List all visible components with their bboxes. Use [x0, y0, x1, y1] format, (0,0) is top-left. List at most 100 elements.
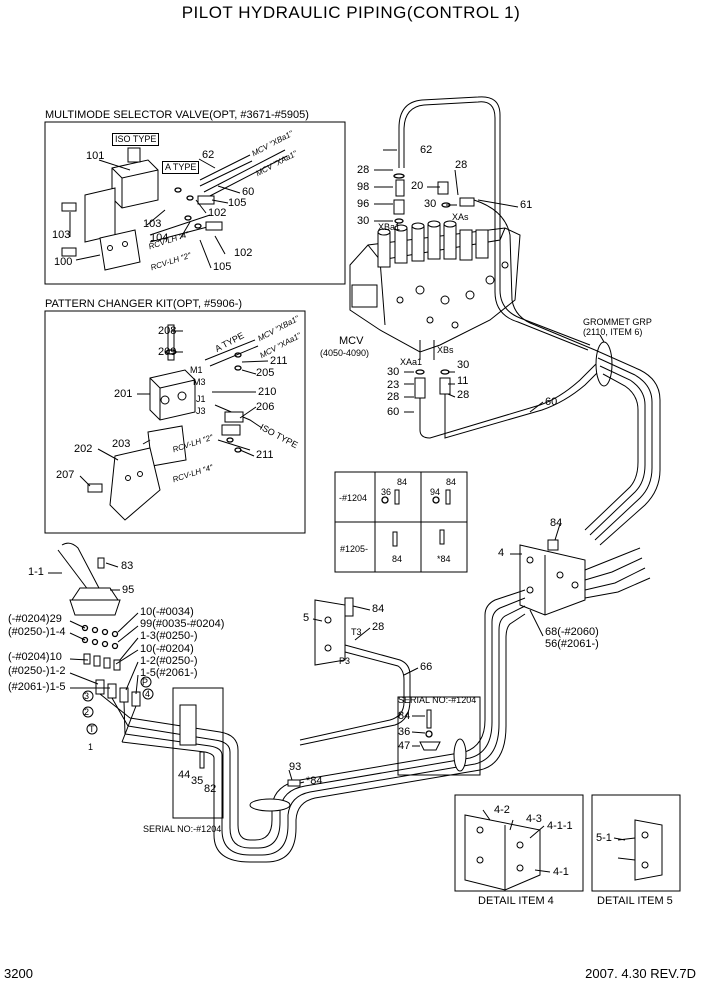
rcv-fittings [81, 624, 141, 707]
callout: (#2061-)1-5 [8, 681, 66, 693]
callout: 4-1 [553, 866, 569, 878]
callout: 30 [357, 215, 370, 227]
callout: 10(-#0204) [140, 643, 194, 655]
callout: 60 [242, 186, 255, 198]
callout: 82 [204, 783, 217, 795]
callout: 93 [289, 761, 302, 773]
port-m1: M1 [190, 365, 203, 375]
detail-item4-caption: DETAIL ITEM 4 [478, 895, 554, 907]
callout: (#0250-)1-4 [8, 626, 66, 638]
serial-label-left: SERIAL NO:-#1204 [143, 824, 222, 834]
rcv-joystick [57, 542, 121, 616]
pattern-section-title: PATTERN CHANGER KIT(OPT, #5906-) [45, 298, 243, 310]
a-type-badge: A TYPE [162, 161, 200, 174]
callout: 62 [420, 144, 433, 156]
port-circle-3: 3 [84, 691, 90, 701]
callout: 1-2(#0250-) [140, 655, 198, 667]
leader-lines [48, 149, 626, 873]
serial-box-left [172, 687, 224, 819]
callout: 84 [372, 603, 385, 615]
callout: 208 [158, 325, 177, 337]
port-xba1: XBa1 [378, 222, 401, 232]
callout: 62 [202, 149, 215, 161]
callout: 95 [122, 584, 135, 596]
callout: 209 [158, 346, 177, 358]
multimode-section-title: MULTIMODE SELECTOR VALVE(OPT, #3671-#590… [45, 109, 309, 121]
callout: 11 [457, 375, 469, 387]
callout: 4 [498, 547, 505, 559]
callout: 102 [234, 247, 253, 259]
callout: 84 [398, 710, 411, 722]
callout: 10(-#0034) [140, 606, 194, 618]
callout: 47 [398, 740, 411, 752]
pattern-changer-valve [87, 324, 196, 521]
port-t: T [89, 724, 95, 734]
callout: 83 [121, 560, 134, 572]
callout: 28 [372, 621, 385, 633]
callout: (-#0204)10 [8, 651, 62, 663]
iso-type-badge: ISO TYPE [112, 133, 160, 146]
grommet-ref: (2110, ITEM 6) [583, 327, 643, 337]
callout: 211 [270, 355, 288, 367]
callout: 1-5(#2061-) [140, 667, 198, 679]
port-xbs: XBs [437, 345, 454, 355]
callout: 203 [112, 438, 131, 450]
multimode-box [44, 121, 346, 285]
page-number: 3200 [4, 966, 33, 981]
callout: 44 [178, 769, 191, 781]
table-c2b: 84 [446, 477, 457, 487]
port-j1: J1 [196, 394, 206, 404]
callout: (#0250-)1-2 [8, 665, 66, 677]
port-xaa1: XAa1 [400, 357, 423, 367]
callout: 28 [457, 389, 470, 401]
callout: 56(#2061-) [545, 638, 599, 650]
table-c3: 84 [392, 554, 403, 564]
callout: 104 [150, 232, 169, 244]
mcv-range: (4050-4090) [320, 348, 370, 358]
callout: 207 [56, 469, 75, 481]
clamp-bottom [249, 798, 291, 812]
callout: 28 [455, 159, 468, 171]
page-title: PILOT HYDRAULIC PIPING(CONTROL 1) [181, 3, 521, 22]
callout: 4-3 [526, 813, 542, 825]
detail-item4-drawing [464, 814, 541, 891]
port-t3: T3 [351, 627, 362, 637]
item5-valve-block [314, 597, 354, 666]
port-m3: M3 [193, 377, 206, 387]
callout: 103 [52, 229, 71, 241]
callout: 60 [387, 406, 400, 418]
detail-4-box [454, 794, 584, 892]
item4-valve-block [519, 539, 586, 616]
port-p: P [142, 677, 149, 687]
callout: 98 [357, 181, 370, 193]
port-circle-2: 2 [84, 707, 90, 717]
mcv-valve [349, 220, 521, 360]
pattern-box [44, 310, 306, 534]
callout: 4-1-1 [547, 820, 573, 832]
callout: (-#0204)29 [8, 613, 62, 625]
callout: 5 [303, 612, 310, 624]
callout: 20 [411, 180, 424, 192]
callout: 66 [420, 661, 433, 673]
table-c1b: 84 [397, 477, 408, 487]
table-c2a: 94 [430, 487, 441, 497]
callout: 84 [550, 517, 563, 529]
callout: 101 [86, 150, 105, 162]
callout: 105 [228, 197, 247, 209]
port-j3: J3 [196, 406, 206, 416]
table-c1a: 36 [381, 487, 392, 497]
serial-box-right [397, 696, 481, 776]
callout: 1-1 [28, 566, 44, 578]
callout: 35 [191, 775, 204, 787]
callout: 103 [143, 218, 162, 230]
table-row1-label: -#1204 [339, 493, 368, 503]
bracket-left [179, 704, 197, 746]
callout: 30 [457, 359, 470, 371]
callout: 99(#0035-#0204) [140, 618, 225, 630]
table-row2-label: #1205- [340, 544, 369, 554]
callout: 1-3(#0250-) [140, 630, 198, 642]
callout: 211 [256, 449, 274, 461]
date-revision: 2007. 4.30 REV.7D [585, 966, 696, 981]
callout: 23 [387, 379, 400, 391]
